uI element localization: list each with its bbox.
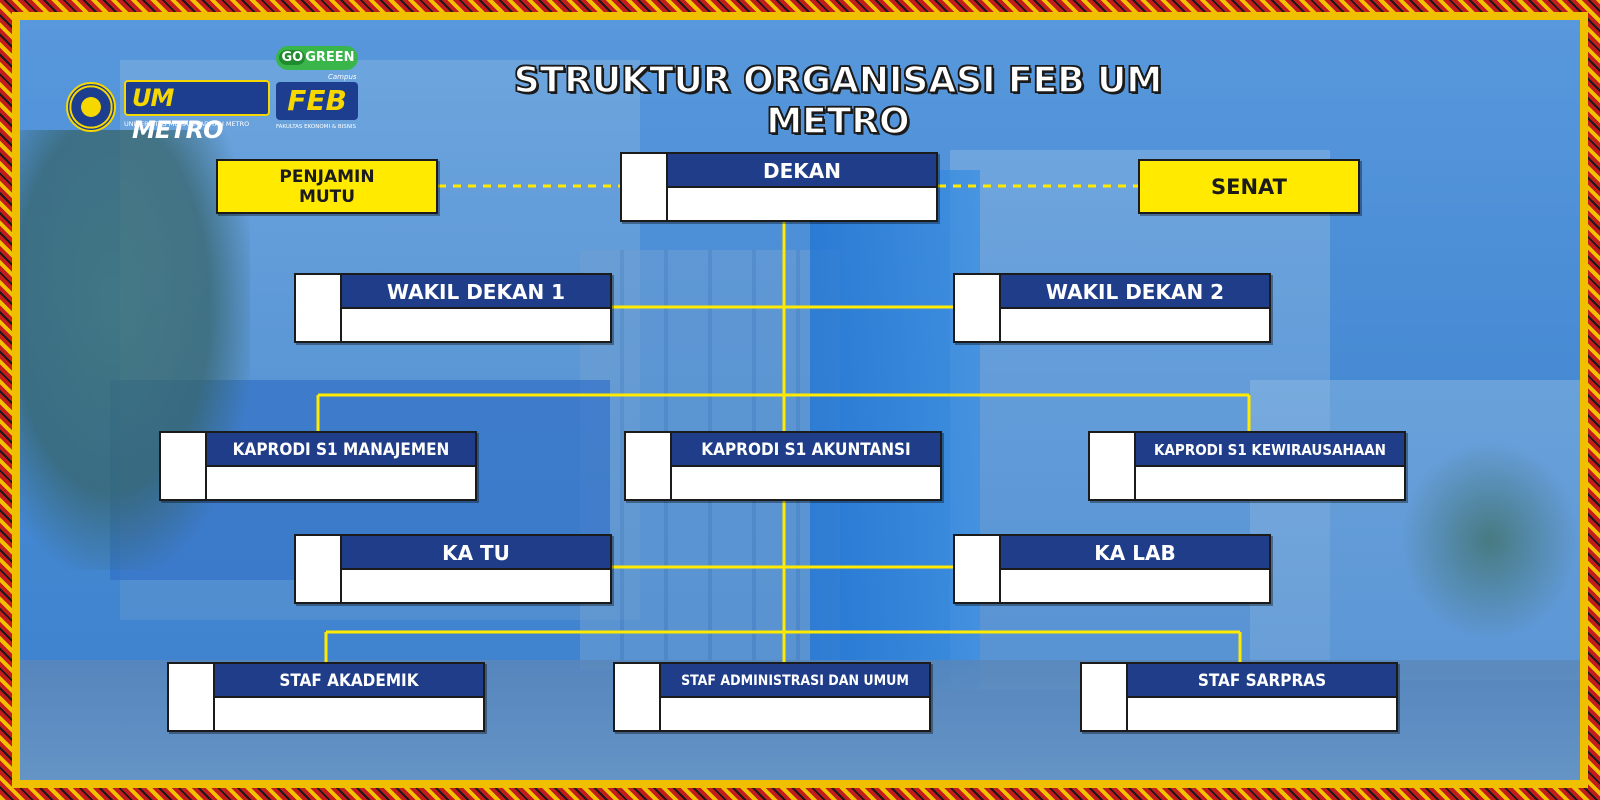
kaprodi-manajemen-title: KAPRODI S1 MANAJEMEN	[207, 433, 475, 467]
logo-metro-tagline: UNIVERSITAS MUHAMMADIYAH METRO	[124, 120, 250, 128]
staf-administrasi-title: STAF ADMINISTRASI DAN UMUM	[661, 664, 929, 698]
dekan-photo-slot	[622, 154, 668, 220]
staf-administrasi-name-field	[661, 698, 929, 730]
gogreen-green-text: GREEN	[305, 50, 355, 65]
wakil-dekan-1-box: WAKIL DEKAN 1	[294, 273, 612, 343]
staf-sarpras-box: STAF SARPRAS	[1080, 662, 1398, 732]
staf-akademik-title: STAF AKADEMIK	[215, 664, 483, 698]
kaprodi-kewirausahaan-name-field	[1136, 467, 1404, 499]
org-chart-canvas: UM METRO UNIVERSITAS MUHAMMADIYAH METRO …	[20, 20, 1580, 780]
background-trees-right	[1400, 440, 1580, 640]
staf-administrasi-box: STAF ADMINISTRASI DAN UMUM	[613, 662, 931, 732]
kaprodi-manajemen-name-field	[207, 467, 475, 499]
kaprodi-kewirausahaan-photo-slot	[1090, 433, 1136, 499]
wakil-dekan-2-title: WAKIL DEKAN 2	[1001, 275, 1269, 309]
kaprodi-akuntansi-title: KAPRODI S1 AKUNTANSI	[672, 433, 940, 467]
kaprodi-akuntansi-box: KAPRODI S1 AKUNTANSI	[624, 431, 942, 501]
feb-tagline: FAKULTAS EKONOMI & BISNIS	[276, 124, 356, 130]
ka-tu-photo-slot	[296, 536, 342, 602]
kaprodi-kewirausahaan-box: KAPRODI S1 KEWIRAUSAHAAN	[1088, 431, 1406, 501]
ka-tu-title: KA TU	[342, 536, 610, 570]
senat-label: SENAT	[1211, 174, 1287, 199]
kaprodi-akuntansi-photo-slot	[626, 433, 672, 499]
wakil-dekan-2-photo-slot	[955, 275, 1001, 341]
ka-tu-name-field	[342, 570, 610, 602]
background-blue-tower	[810, 170, 980, 690]
gogreen-go-text: GO	[279, 50, 306, 65]
um-metro-logo: UM METRO UNIVERSITAS MUHAMMADIYAH METRO	[124, 80, 270, 144]
penjamin-mutu-box: PENJAMIN MUTU	[216, 159, 438, 214]
ka-tu-box: KA TU	[294, 534, 612, 604]
page-title: STRUKTUR ORGANISASI FEB UM METRO	[513, 59, 1163, 143]
wakil-dekan-1-name-field	[342, 309, 610, 341]
kaprodi-kewirausahaan-title: KAPRODI S1 KEWIRAUSAHAAN	[1136, 433, 1404, 467]
staf-akademik-photo-slot	[169, 664, 215, 730]
dekan-box: DEKAN	[620, 152, 938, 222]
campus-label: Campus	[328, 73, 357, 81]
wakil-dekan-2-box: WAKIL DEKAN 2	[953, 273, 1271, 343]
penjamin-mutu-label: PENJAMIN MUTU	[279, 166, 375, 207]
ka-lab-title: KA LAB	[1001, 536, 1269, 570]
staf-sarpras-name-field	[1128, 698, 1396, 730]
kaprodi-manajemen-photo-slot	[161, 433, 207, 499]
logo-metro-text: METRO	[132, 116, 224, 144]
dekan-title: DEKAN	[668, 154, 936, 188]
staf-sarpras-photo-slot	[1082, 664, 1128, 730]
staf-akademik-box: STAF AKADEMIK	[167, 662, 485, 732]
university-seal-logo	[66, 82, 116, 132]
staf-sarpras-title: STAF SARPRAS	[1128, 664, 1396, 698]
feb-plate: FEB	[276, 82, 358, 120]
logo-um-text: UM	[132, 84, 174, 112]
kaprodi-akuntansi-name-field	[672, 467, 940, 499]
dekan-name-field	[668, 188, 936, 220]
staf-akademik-name-field	[215, 698, 483, 730]
ka-lab-name-field	[1001, 570, 1269, 602]
ka-lab-box: KA LAB	[953, 534, 1271, 604]
wakil-dekan-1-photo-slot	[296, 275, 342, 341]
ka-lab-photo-slot	[955, 536, 1001, 602]
kaprodi-manajemen-box: KAPRODI S1 MANAJEMEN	[159, 431, 477, 501]
staf-administrasi-photo-slot	[615, 664, 661, 730]
senat-box: SENAT	[1138, 159, 1360, 214]
wakil-dekan-1-title: WAKIL DEKAN 1	[342, 275, 610, 309]
wakil-dekan-2-name-field	[1001, 309, 1269, 341]
